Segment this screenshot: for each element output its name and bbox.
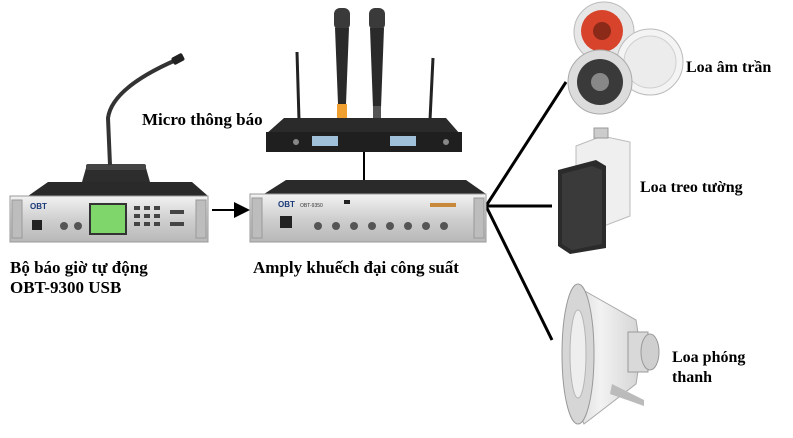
- amp-power-button: [280, 216, 292, 228]
- ceiling-speakers: [567, 1, 684, 115]
- amplifier-device: OBT OBT-9350: [249, 180, 487, 243]
- amp-brand: OBT: [278, 200, 295, 209]
- horn-speaker-label-line1: Loa phóng: [672, 349, 746, 366]
- wireless-receiver: [266, 51, 462, 152]
- horn-speaker: [561, 283, 660, 425]
- amp-model: OBT-9350: [300, 203, 323, 209]
- horn-speaker-label-line2: thanh: [672, 369, 713, 386]
- connection-lines: [212, 81, 568, 341]
- timer-label-line2: OBT-9300 USB: [10, 278, 122, 297]
- amp-to-horn-line: [484, 205, 554, 341]
- timer-brand: OBT: [30, 202, 47, 211]
- micro-paging-label: Micro thông báo: [142, 110, 263, 129]
- timer-label-line1: Bộ báo giờ tự động: [10, 258, 148, 277]
- timer-device: OBT: [9, 182, 209, 243]
- amplifier-label: Amply khuếch đại công suất: [253, 258, 459, 277]
- ceiling-speaker-label: Loa âm trần: [686, 59, 772, 76]
- amp-to-ceiling-line: [484, 81, 568, 207]
- timer-power-button: [32, 220, 42, 230]
- timer-lcd: [89, 203, 127, 235]
- wall-speaker: [558, 127, 631, 254]
- wall-speaker-label: Loa treo tường: [640, 179, 743, 196]
- wireless-microphones: [334, 8, 385, 120]
